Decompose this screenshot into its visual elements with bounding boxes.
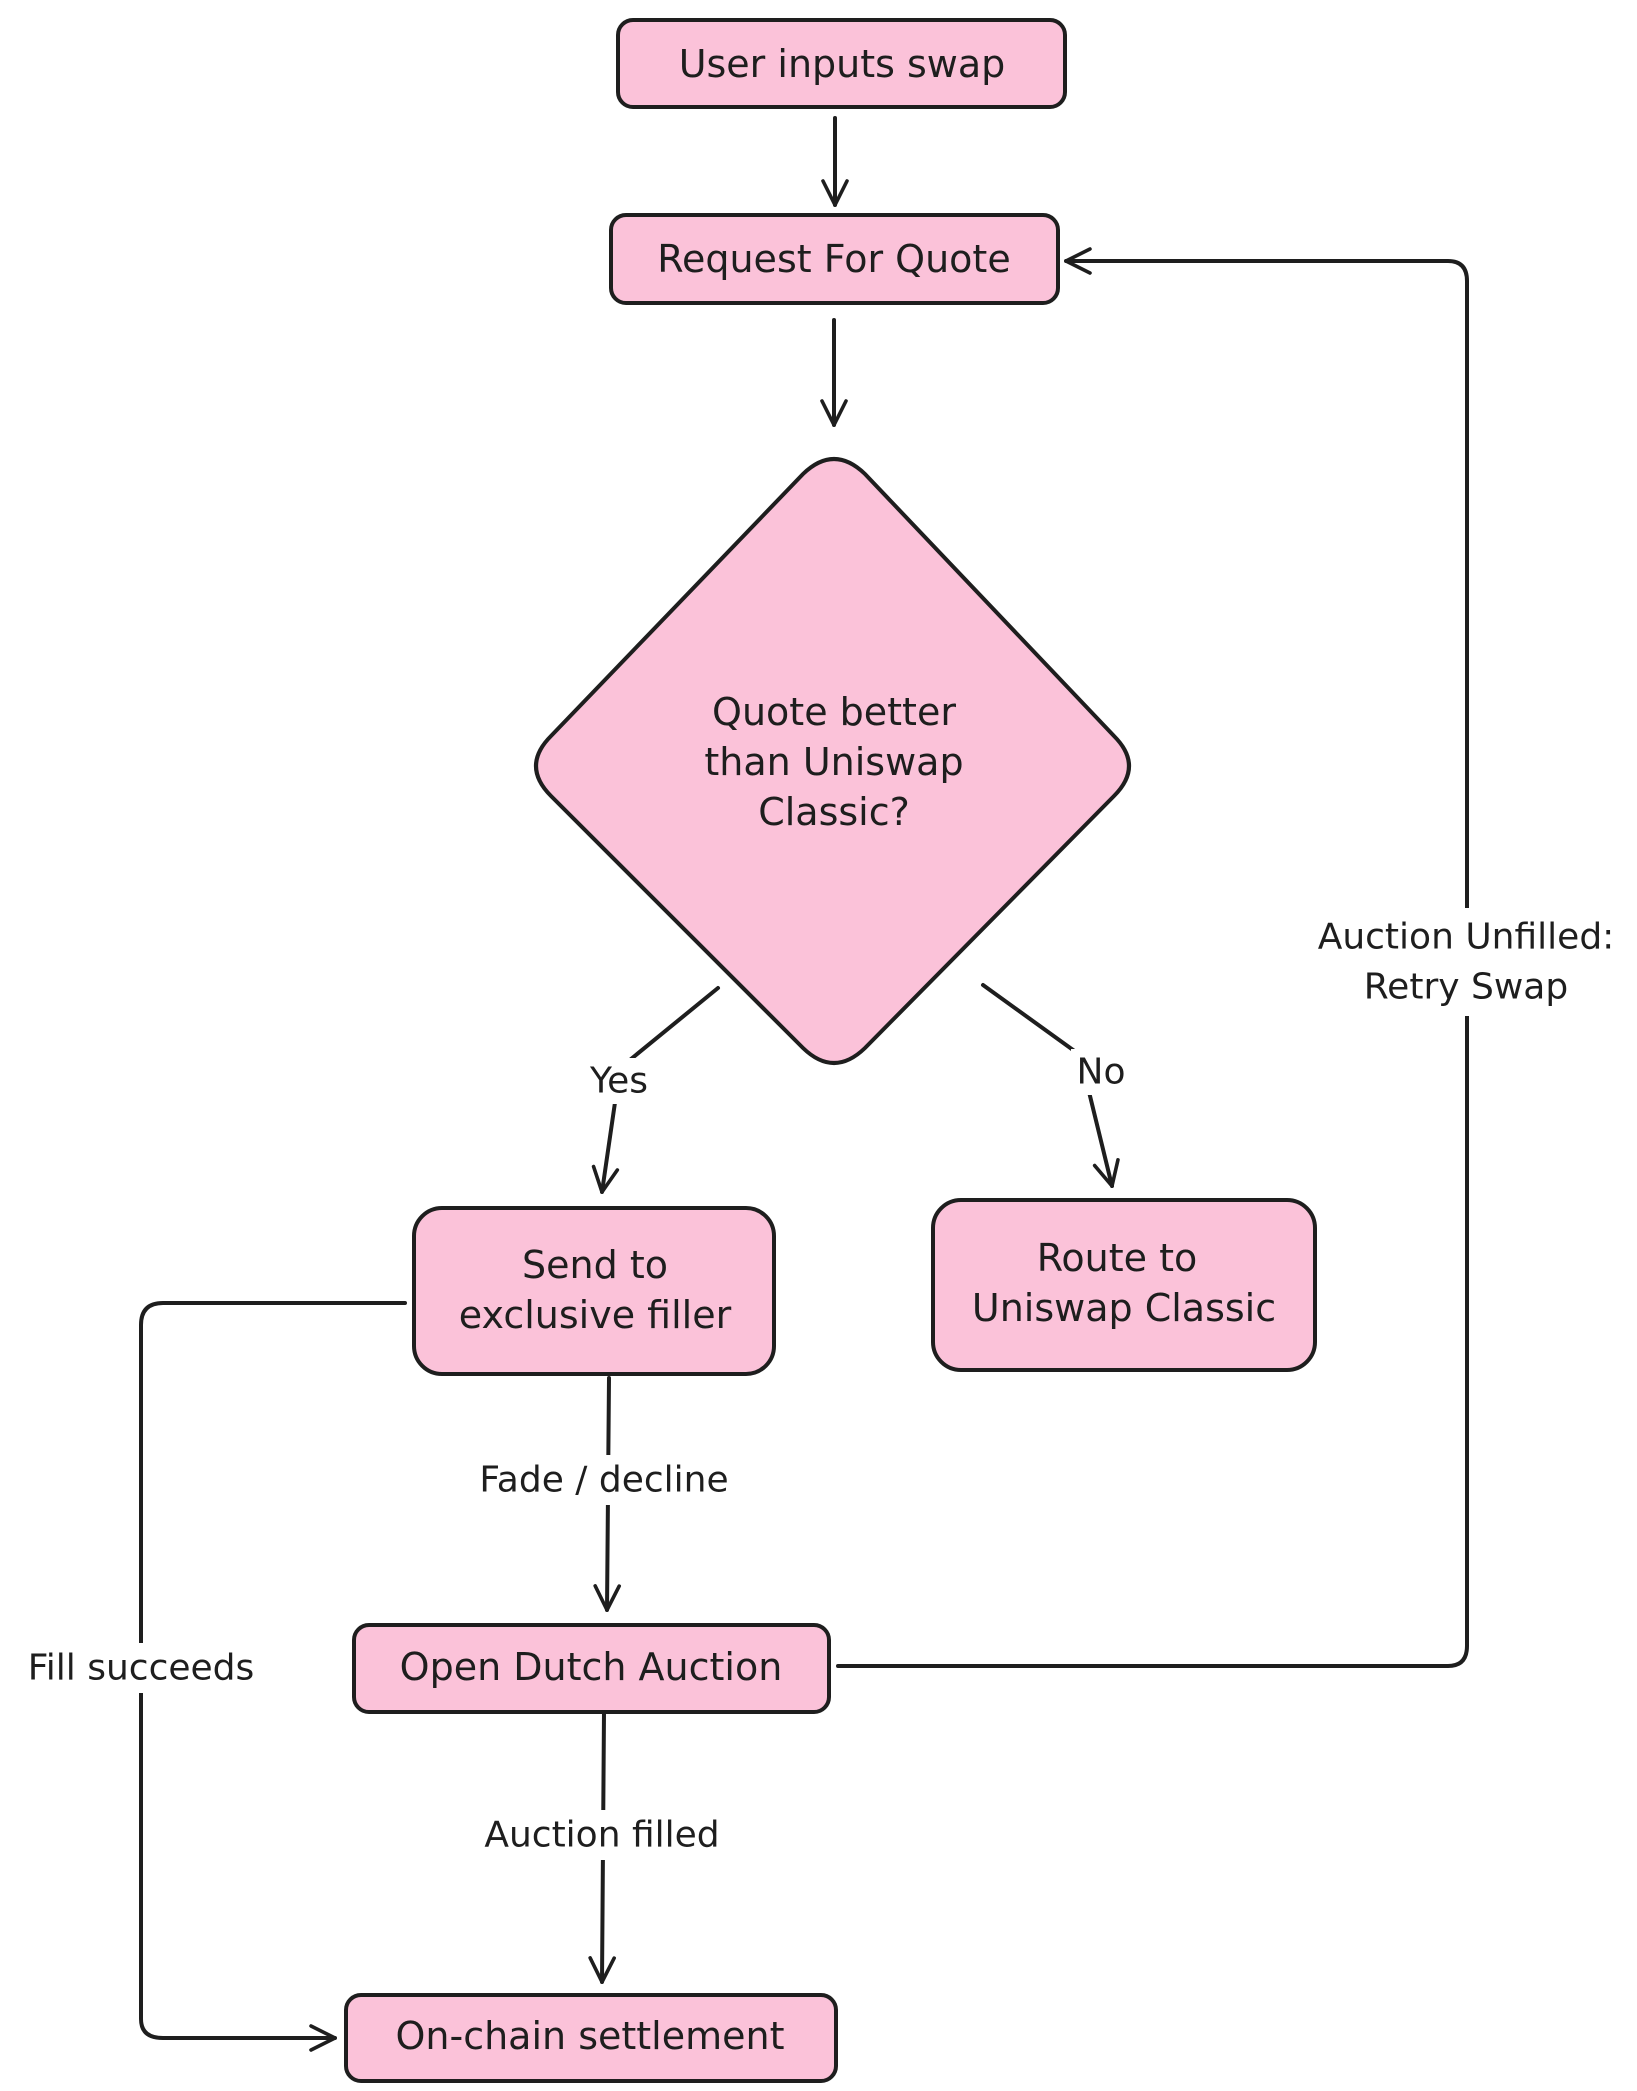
node-on-chain-settlement: On-chain settlement — [344, 1993, 838, 2083]
exclusive-filler-line-1: Send to — [522, 1243, 668, 1287]
node-decision-quote-better: Quote better than Uniswap Classic? — [534, 457, 1131, 1065]
decision-line-2: than Uniswap — [704, 740, 963, 784]
node-on-chain-settlement-label: On-chain settlement — [396, 2014, 785, 2058]
exclusive-filler-line-2: exclusive filler — [459, 1293, 732, 1337]
edges — [139, 116, 1469, 2052]
edge-label-yes-text: Yes — [589, 1061, 648, 1102]
edge-label-fill-succeeds: Fill succeeds — [14, 1643, 268, 1693]
edge-label-fade-decline-text: Fade / decline — [479, 1460, 728, 1501]
edge-label-no-text: No — [1077, 1052, 1126, 1093]
edge-label-no: No — [1071, 1049, 1131, 1095]
node-open-dutch-auction: Open Dutch Auction — [352, 1623, 831, 1714]
edge-label-fill-succeeds-text: Fill succeeds — [28, 1648, 255, 1689]
node-user-inputs-swap: User inputs swap — [616, 18, 1067, 109]
edge-label-auction-filled-text: Auction filled — [484, 1815, 719, 1856]
edge-label-fade-decline: Fade / decline — [454, 1455, 754, 1505]
node-open-dutch-auction-label: Open Dutch Auction — [400, 1645, 783, 1689]
edge-label-auction-unfilled-line-1: Auction Unfilled: — [1318, 917, 1615, 958]
node-send-to-exclusive-filler: Send to exclusive filler — [412, 1206, 776, 1376]
node-request-for-quote-label: Request For Quote — [657, 237, 1010, 281]
edge-label-auction-unfilled-line-2: Retry Swap — [1364, 967, 1568, 1008]
edge-label-yes: Yes — [578, 1058, 660, 1104]
node-route-to-uniswap-classic: Route to Uniswap Classic — [931, 1198, 1317, 1372]
edge-label-auction-filled: Auction filled — [466, 1810, 738, 1860]
decision-line-1: Quote better — [712, 690, 956, 734]
edge-label-auction-unfilled: Auction Unfilled: Retry Swap — [1302, 908, 1630, 1016]
node-user-inputs-swap-label: User inputs swap — [679, 42, 1006, 86]
route-classic-line-2: Uniswap Classic — [972, 1286, 1276, 1330]
decision-line-3: Classic? — [758, 790, 910, 834]
node-request-for-quote: Request For Quote — [609, 213, 1060, 305]
route-classic-line-1: Route to — [1037, 1236, 1198, 1280]
